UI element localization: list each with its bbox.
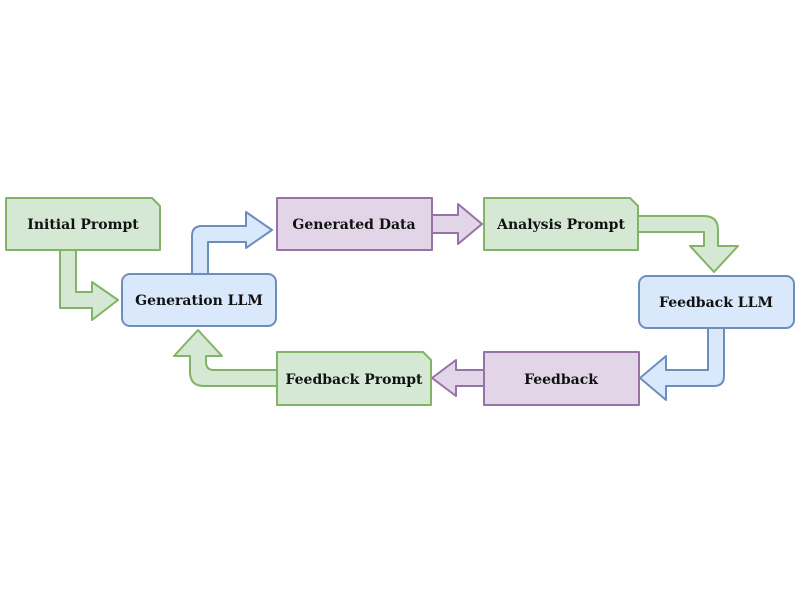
arrow-data-to-analysis (431, 203, 483, 245)
arrow-analysis-to-feedbackllm (637, 215, 739, 273)
arrow-feedback-to-feedbackprompt (431, 359, 485, 397)
node-initial-prompt: Initial Prompt (5, 197, 161, 251)
analysis-prompt-label: Analysis Prompt (496, 217, 625, 233)
arrow-initial-to-generation (59, 249, 119, 321)
feedback-label: Feedback (524, 372, 598, 388)
node-feedback-llm: Feedback LLM (638, 275, 795, 329)
initial-prompt-shape (5, 197, 161, 251)
initial-prompt-label: Initial Prompt (27, 217, 139, 233)
arrow-feedbackllm-to-feedback (639, 327, 725, 401)
arrow-feedbackprompt-to-generation (173, 329, 278, 387)
node-generation-llm: Generation LLM (121, 273, 277, 327)
node-generated-data: Generated Data (276, 197, 433, 251)
generation-llm-shape (121, 273, 277, 327)
feedback-prompt-shape (276, 351, 432, 406)
generated-data-label: Generated Data (292, 217, 415, 233)
analysis-prompt-shape (483, 197, 639, 251)
node-analysis-prompt: Analysis Prompt (483, 197, 639, 251)
node-feedback: Feedback (483, 351, 640, 406)
generated-data-shape (276, 197, 433, 251)
arrow-generation-to-data (191, 211, 273, 275)
node-feedback-prompt: Feedback Prompt (276, 351, 432, 406)
feedback-llm-label: Feedback LLM (659, 295, 773, 311)
feedback-llm-shape (638, 275, 795, 329)
feedback-shape (483, 351, 640, 406)
feedback-prompt-label: Feedback Prompt (285, 372, 423, 388)
generation-llm-label: Generation LLM (135, 293, 263, 309)
